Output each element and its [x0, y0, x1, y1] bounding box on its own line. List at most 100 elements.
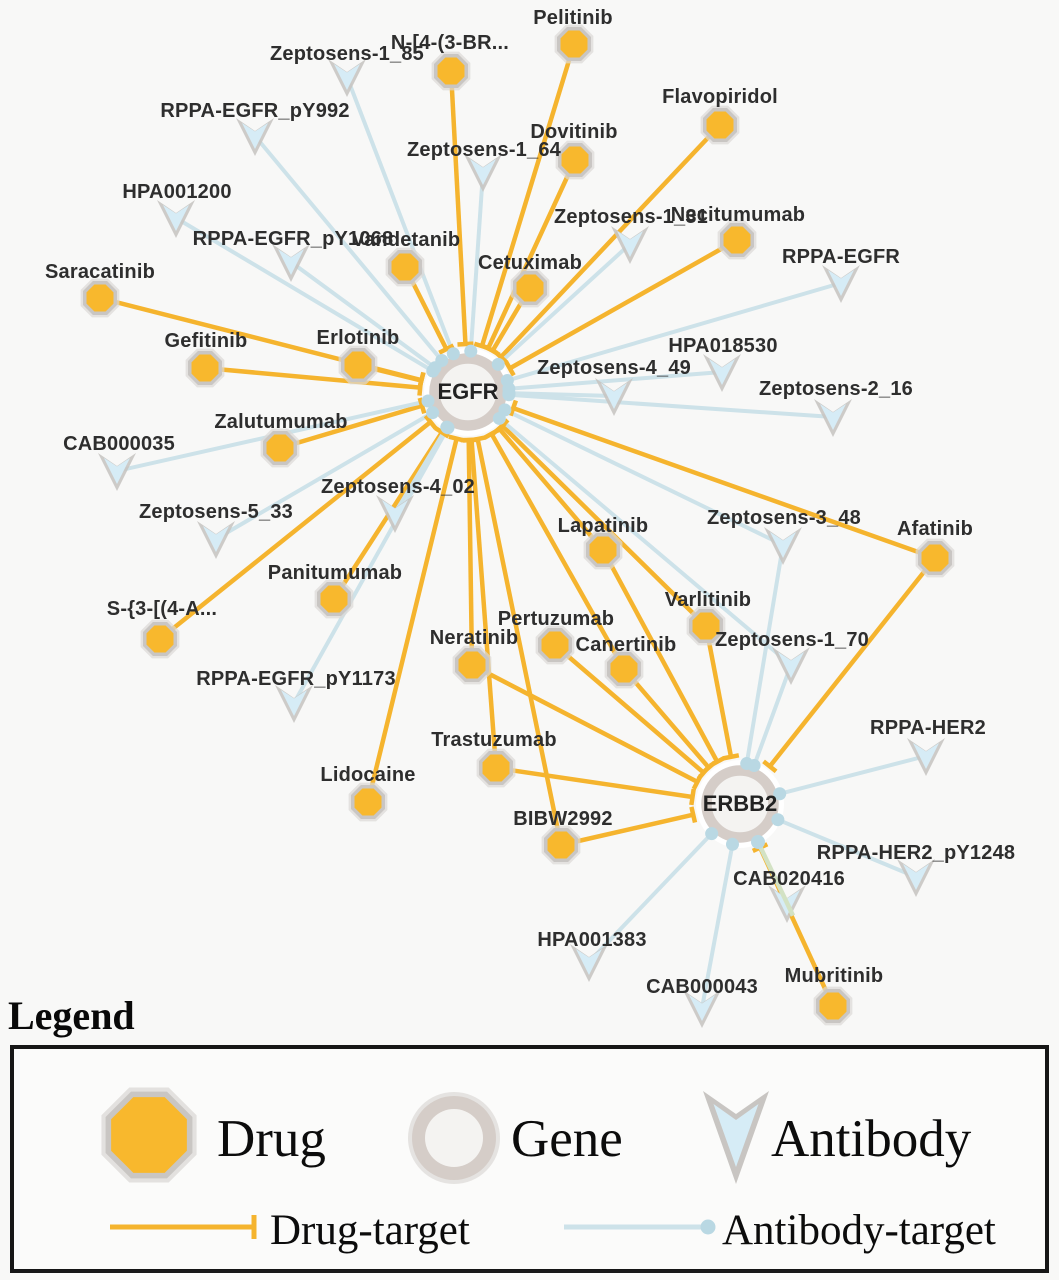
- node-antibody-Zeptosens-1_64[interactable]: [464, 154, 502, 192]
- label-antibody-CAB000043: CAB000043: [646, 976, 758, 998]
- edge-drug-target-ERBB2-Canertinib: [622, 667, 711, 770]
- node-antibody-Zeptosens-1_70[interactable]: [772, 647, 810, 685]
- edge-antibody-target-ERBB2-RPPA-HER2: [779, 754, 927, 796]
- label-drug-Panitumumab: Panitumumab: [268, 562, 402, 584]
- antibody-target-edges: [116, 76, 927, 1009]
- circle-arrowhead-ERBB2-RPPA-HER2: [773, 787, 787, 801]
- node-drug-Canertinib[interactable]: [604, 649, 644, 689]
- node-drug-Cetuximab[interactable]: [510, 268, 550, 308]
- node-antibody-RPPA-HER2[interactable]: [907, 738, 945, 776]
- node-antibody-HPA001200[interactable]: [157, 200, 195, 238]
- edge-antibody-target-EGFR-RPPA-EGFR_pY1173: [292, 426, 450, 704]
- node-drug-Lapatinib[interactable]: [583, 530, 623, 570]
- tee-arrowhead-EGFR-S-{3-[(4-A: [423, 414, 438, 430]
- label-drug-Necitumumab: Necitumumab: [671, 204, 805, 226]
- label-antibody-Zeptosens-2_16: Zeptosens-2_16: [759, 378, 913, 400]
- legend-antibody-edge-dot: [700, 1219, 716, 1235]
- antibody-chevron: [601, 383, 627, 409]
- circle-arrowhead-EGFR-RPPA-EGFR_pY1068: [428, 361, 442, 375]
- edge-antibody-target-EGFR-Zeptosens-2_16: [508, 392, 834, 419]
- antibody-chevron: [242, 123, 268, 149]
- drug-target-edges: [99, 43, 937, 1007]
- node-antibody-Zeptosens-4_02[interactable]: [376, 495, 414, 533]
- tee-arrowhead-EGFR-Afatinib: [508, 399, 519, 417]
- node-antibody-Zeptosens-3_48[interactable]: [764, 527, 802, 565]
- label-drug-BIBW2992: BIBW2992: [513, 808, 612, 830]
- label-antibody-Zeptosens-1_31: Zeptosens-1_31: [554, 206, 708, 228]
- label-drug-Lapatinib: Lapatinib: [558, 515, 649, 537]
- circle-arrowhead-ERBB2-Zeptosens-1_70: [747, 759, 761, 773]
- node-antibody-Zeptosens-2_16[interactable]: [814, 399, 852, 437]
- node-antibody-RPPA-EGFR_pY1068[interactable]: [272, 244, 310, 282]
- label-antibody-RPPA-EGFR_pY992: RPPA-EGFR_pY992: [160, 100, 349, 122]
- label-antibody-Zeptosens-1_64: Zeptosens-1_64: [407, 139, 562, 161]
- drug-octagon: [557, 27, 591, 61]
- label-antibody-Zeptosens-1_70: Zeptosens-1_70: [715, 629, 869, 651]
- label-antibody-Zeptosens-3_48: Zeptosens-3_48: [707, 507, 861, 529]
- label-antibody-HPA018530: HPA018530: [668, 335, 777, 357]
- node-antibody-Zeptosens-1_85[interactable]: [328, 59, 366, 97]
- edge-antibody-target-EGFR-HPA018530: [508, 370, 723, 391]
- node-drug-BIBW2992[interactable]: [541, 825, 581, 865]
- node-drug-Trastuzumab[interactable]: [476, 748, 516, 788]
- node-drug-Dovitinib[interactable]: [555, 140, 595, 180]
- node-antibody-HPA018530[interactable]: [703, 354, 741, 392]
- node-antibody-CAB000035[interactable]: [98, 453, 136, 491]
- node-antibody-Zeptosens-1_31[interactable]: [611, 226, 649, 264]
- node-drug-Pelitinib[interactable]: [554, 24, 594, 64]
- node-drug-Lidocaine[interactable]: [348, 782, 388, 822]
- node-drug-Gefitinib[interactable]: [185, 348, 225, 388]
- node-antibody-RPPA-EGFR[interactable]: [822, 265, 860, 303]
- tee-arrowhead-EGFR-Panitumumab: [433, 426, 450, 439]
- label-drug-Afatinib: Afatinib: [897, 518, 973, 540]
- antibody-chevron: [203, 526, 229, 552]
- label-drug-Dovitinib: Dovitinib: [530, 121, 617, 143]
- node-drug-Mubritinib[interactable]: [813, 986, 853, 1026]
- circle-arrowhead-ERBB2-RPPA-HER2_pY1248: [771, 813, 785, 827]
- edge-antibody-target-EGFR-Zeptosens-1_31: [496, 242, 632, 366]
- drug-octagon: [558, 143, 592, 177]
- edge-drug-target-EGFR-Afatinib: [512, 405, 936, 561]
- node-drug-N-[4-(3-BR[interactable]: [431, 51, 471, 91]
- node-drug-Saracatinib[interactable]: [80, 278, 120, 318]
- circle-arrowhead-ERBB2-HPA001383: [705, 827, 719, 841]
- edge-drug-target-EGFR-Necitumumab: [508, 238, 739, 371]
- node-drug-Neratinib[interactable]: [452, 645, 492, 685]
- label-drug-Trastuzumab: Trastuzumab: [431, 729, 557, 751]
- node-drug-S-{3-[(4-A[interactable]: [140, 619, 180, 659]
- antibody-chevron: [770, 532, 796, 558]
- node-drug-Erlotinib[interactable]: [338, 345, 378, 385]
- node-antibody-RPPA-EGFR_pY1173[interactable]: [275, 685, 313, 723]
- antibody-chevron: [617, 231, 643, 257]
- node-gene-ERBB2[interactable]: [696, 760, 784, 848]
- node-drug-Panitumumab[interactable]: [314, 579, 354, 619]
- node-antibody-RPPA-EGFR_pY992[interactable]: [236, 118, 274, 156]
- node-drug-Zalutumumab[interactable]: [260, 428, 300, 468]
- node-antibody-Zeptosens-4_49[interactable]: [595, 378, 633, 416]
- node-drug-Vandetanib[interactable]: [385, 247, 425, 287]
- node-drug-Pertuzumab[interactable]: [535, 625, 575, 665]
- node-antibody-Zeptosens-5_33[interactable]: [197, 521, 235, 559]
- drug-octagon: [143, 622, 177, 656]
- node-drug-Varlitinib[interactable]: [686, 606, 726, 646]
- label-drug-Pelitinib: Pelitinib: [533, 7, 613, 29]
- tee-arrowhead-EGFR-N-[4-(3-BR: [457, 341, 474, 347]
- antibody-chevron: [820, 404, 846, 430]
- node-antibody-RPPA-HER2_pY1248[interactable]: [897, 859, 935, 897]
- legend-drug-edge-label: Drug-target: [270, 1207, 470, 1254]
- tee-arrowhead-EGFR-Necitumumab: [503, 360, 516, 377]
- label-drug-Pertuzumab: Pertuzumab: [498, 608, 614, 630]
- edge-antibody-target-EGFR-Zeptosens-1_70: [498, 416, 793, 667]
- node-drug-Flavopiridol[interactable]: [700, 105, 740, 145]
- edge-drug-target-EGFR-Varlitinib: [500, 424, 708, 628]
- node-drug-Afatinib[interactable]: [915, 538, 955, 578]
- node-gene-EGFR[interactable]: [424, 348, 512, 436]
- node-drug-Necitumumab[interactable]: [717, 220, 757, 260]
- drug-octagon: [689, 609, 723, 643]
- node-antibody-CAB000043[interactable]: [683, 990, 721, 1028]
- overlapping-edge: [751, 834, 796, 917]
- node-antibody-HPA001383[interactable]: [570, 944, 608, 982]
- legend-antibody-edge-label: Antibody-target: [722, 1207, 996, 1254]
- circle-arrowhead-EGFR-Zeptosens-5_33: [426, 406, 440, 420]
- gene-nodes: [424, 348, 784, 848]
